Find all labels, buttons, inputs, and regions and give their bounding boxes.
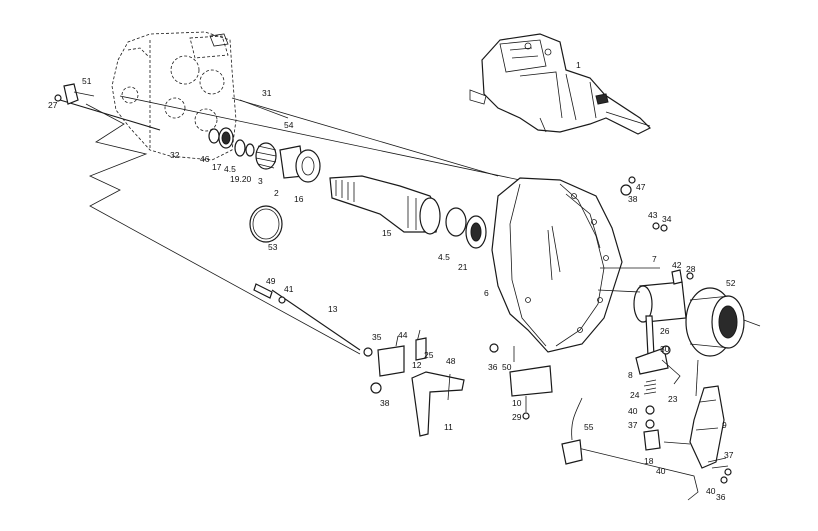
- label-30: 30: [660, 344, 670, 354]
- label-36-b: 36: [716, 492, 726, 502]
- label-24: 24: [630, 390, 640, 400]
- label-40-a: 40: [656, 466, 666, 476]
- label-35: 35: [372, 332, 382, 342]
- label-19-20: 19.20: [230, 174, 252, 184]
- part-labels: 1 2 3 4.5 4.5 6 7 8 9 10 11 12 13 15 16 …: [48, 60, 736, 502]
- label-40-b: 40: [628, 406, 638, 416]
- label-26: 26: [660, 326, 670, 336]
- label-16: 16: [294, 194, 304, 204]
- label-27: 27: [48, 100, 58, 110]
- label-46: 46: [200, 154, 210, 164]
- label-42: 42: [672, 260, 682, 270]
- bracket-12: [363, 329, 427, 394]
- label-37-b: 37: [724, 450, 734, 460]
- label-9: 9: [722, 420, 727, 430]
- label-25: 25: [424, 350, 434, 360]
- release-lever-parts: [635, 315, 691, 451]
- o-ring-53: [249, 205, 283, 243]
- label-23: 23: [668, 394, 678, 404]
- label-53: 53: [268, 242, 278, 252]
- leader-lines: [85, 95, 699, 501]
- gearbox-housing: [111, 31, 237, 161]
- label-31: 31: [262, 88, 272, 98]
- lever-11: [411, 343, 499, 437]
- label-10: 10: [512, 398, 522, 408]
- gear-train-parts: [208, 127, 321, 183]
- label-8: 8: [628, 370, 633, 380]
- bracket-10: [509, 346, 553, 420]
- label-38-b: 38: [380, 398, 390, 408]
- label-12: 12: [412, 360, 422, 370]
- label-1: 1: [576, 60, 581, 70]
- label-4-5-a: 4.5: [224, 164, 236, 174]
- label-32: 32: [170, 150, 180, 160]
- label-41: 41: [284, 284, 294, 294]
- input-shaft: [329, 175, 441, 235]
- label-55: 55: [584, 422, 594, 432]
- label-11: 11: [444, 422, 453, 432]
- label-51: 51: [82, 76, 92, 86]
- label-52: 52: [726, 278, 736, 288]
- guide-sleeve: [597, 267, 761, 327]
- label-7: 7: [652, 254, 657, 264]
- label-17: 17: [212, 162, 222, 172]
- label-44: 44: [398, 330, 408, 340]
- label-47: 47: [636, 182, 646, 192]
- label-50: 50: [502, 362, 512, 372]
- small-hardware-right: [620, 176, 732, 484]
- release-fork: [689, 359, 725, 469]
- label-40-c: 40: [706, 486, 716, 496]
- label-28: 28: [686, 264, 696, 274]
- label-15: 15: [382, 228, 392, 238]
- gearbox-assembly-illustration: [469, 33, 652, 135]
- label-29: 29: [512, 412, 522, 422]
- label-21: 21: [458, 262, 468, 272]
- label-34: 34: [662, 214, 672, 224]
- label-4-5-b: 4.5: [438, 252, 450, 262]
- label-43: 43: [648, 210, 658, 220]
- label-54: 54: [284, 120, 294, 130]
- label-18: 18: [644, 456, 654, 466]
- selector-rod: [54, 83, 161, 131]
- release-bearing: [685, 287, 745, 357]
- shift-rod-13: [253, 283, 361, 351]
- label-36-a: 36: [488, 362, 498, 372]
- label-48: 48: [446, 356, 456, 366]
- cable-55: [561, 397, 583, 465]
- label-13: 13: [328, 304, 338, 314]
- seal-ring: [445, 207, 467, 237]
- label-2: 2: [274, 188, 279, 198]
- label-37-a: 37: [628, 420, 638, 430]
- label-49: 49: [266, 276, 276, 286]
- label-6: 6: [484, 288, 489, 298]
- label-38-a: 38: [628, 194, 638, 204]
- clutch-housing: [491, 177, 623, 353]
- label-3: 3: [258, 176, 263, 186]
